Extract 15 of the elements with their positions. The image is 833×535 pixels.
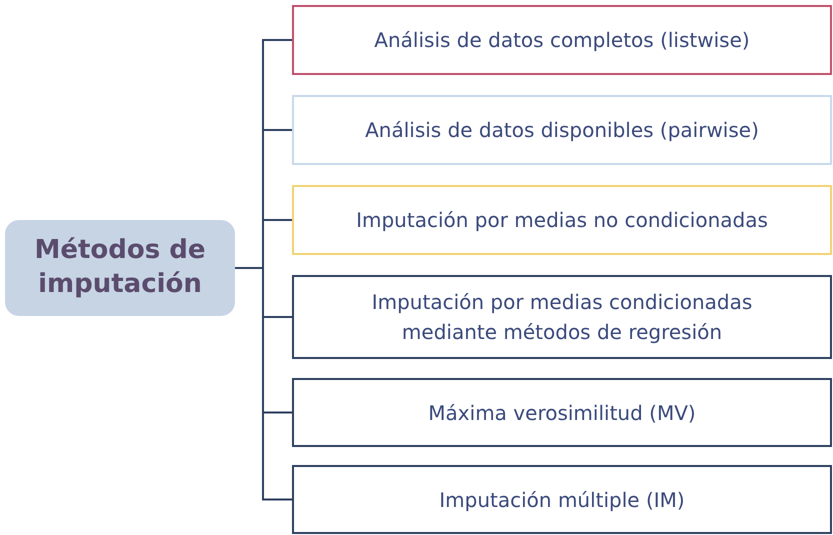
method-box (292, 185, 832, 255)
root-topic-box (5, 220, 235, 316)
method-label: Imputación por medias condicionadas mediante métodos de regresión (370, 289, 754, 346)
method-label: Imputación múltiple (IM) (438, 486, 686, 514)
method-box (292, 378, 832, 447)
method-box (292, 465, 832, 534)
method-label: Imputación por medias no condicionadas (355, 207, 769, 234)
method-label: Máxima verosimilitud (MV) (427, 400, 697, 426)
connector-line (235, 267, 292, 500)
method-label: Análisis de datos disponibles (pairwise) (364, 117, 760, 144)
topic-title: Métodos de imputación (33, 234, 207, 301)
method-box (292, 275, 832, 359)
method-box (292, 5, 832, 75)
method-label: Análisis de datos completos (listwise) (373, 27, 751, 54)
method-box (292, 95, 832, 165)
